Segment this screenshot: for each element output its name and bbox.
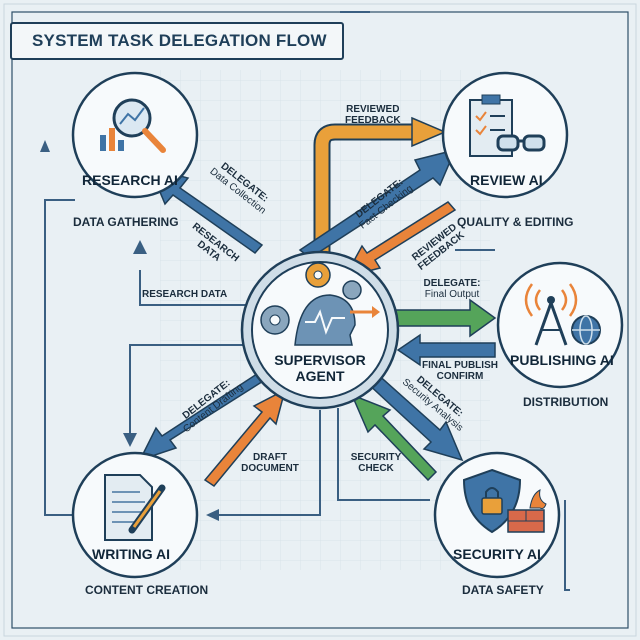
publishing-node[interactable] bbox=[496, 261, 624, 389]
writing-link-arrowhead bbox=[123, 433, 137, 447]
supervisor-label-line1: SUPERVISOR bbox=[274, 352, 366, 368]
brain-gears-icon bbox=[260, 262, 380, 346]
page-title: SYSTEM TASK DELEGATION FLOW bbox=[32, 31, 327, 50]
title-box: SYSTEM TASK DELEGATION FLOW bbox=[10, 22, 344, 60]
arrow-draft-document bbox=[203, 388, 287, 488]
label-delegate-publish: DELEGATE: Final Output bbox=[412, 278, 492, 300]
supervisor-label: SUPERVISOR AGENT bbox=[262, 352, 378, 384]
arrow-delegate-security bbox=[364, 370, 464, 462]
research-subtitle: DATA GATHERING bbox=[73, 215, 179, 229]
left-loop-line bbox=[44, 199, 80, 516]
arrow-delegate-publish bbox=[394, 298, 497, 338]
label-research-data: RESEARCH DATA bbox=[142, 289, 228, 300]
publishing-title: PUBLISHING AI bbox=[510, 352, 614, 368]
writing-link-line bbox=[129, 344, 258, 435]
supervisor-node[interactable] bbox=[240, 250, 400, 410]
research-node[interactable] bbox=[71, 71, 199, 199]
document-pen-icon bbox=[104, 474, 166, 541]
review-node[interactable] bbox=[441, 71, 569, 199]
research-data-line bbox=[139, 270, 255, 306]
supervisor-label-line2: AGENT bbox=[295, 368, 345, 384]
security-subtitle: DATA SAFETY bbox=[462, 583, 544, 597]
draft-document-line1: DRAFT bbox=[253, 452, 287, 463]
writing-subtitle: CONTENT CREATION bbox=[85, 583, 209, 597]
publishing-subtitle: DISTRIBUTION bbox=[523, 395, 609, 409]
arrow-delegate-review bbox=[298, 148, 457, 259]
wide-arrows bbox=[138, 116, 497, 488]
review-subtitle: QUALITY & EDITING bbox=[457, 215, 574, 229]
research-title: RESEARCH AI bbox=[82, 172, 178, 188]
final-publish-line1: FINAL PUBLISH bbox=[422, 360, 498, 371]
security-check-line2: CHECK bbox=[358, 463, 394, 474]
arrow-delegate-writing bbox=[138, 371, 270, 462]
security-node[interactable] bbox=[433, 451, 561, 579]
review-title: REVIEW AI bbox=[470, 172, 543, 188]
arrow-final-publish bbox=[396, 333, 496, 367]
arrow-reviewed-feedback-top bbox=[315, 125, 415, 255]
label-draft-document: DRAFT DOCUMENT bbox=[238, 452, 302, 474]
label-security-check: SECURITY CHECK bbox=[344, 452, 408, 474]
arrow-security-check bbox=[350, 393, 438, 482]
clipboard-glasses-icon bbox=[469, 94, 546, 157]
security-check-line1: SECURITY bbox=[350, 452, 402, 463]
delegate-publish-line2: Final Output bbox=[424, 289, 480, 300]
security-title: SECURITY AI bbox=[453, 546, 541, 562]
shield-lock-firewall-icon bbox=[462, 468, 547, 534]
thin-connectors bbox=[40, 11, 570, 591]
antenna-globe-icon bbox=[524, 283, 601, 346]
delegate-publish-line1: DELEGATE: bbox=[423, 278, 481, 289]
final-publish-line2: CONFIRM bbox=[436, 371, 484, 382]
label-final-publish: FINAL PUBLISH CONFIRM bbox=[416, 360, 504, 382]
reviewed-feedback-top-line2: FEEDBACK bbox=[345, 115, 401, 126]
research-data-arrowhead bbox=[133, 240, 147, 254]
draft-document-line2: DOCUMENT bbox=[241, 463, 299, 474]
reviewed-feedback-top-line1: REVIEWED bbox=[346, 104, 400, 115]
inner-frame bbox=[11, 11, 629, 629]
draft-bottom-line bbox=[215, 410, 321, 516]
magnifier-chart-icon bbox=[100, 98, 166, 153]
writing-title: WRITING AI bbox=[92, 546, 171, 562]
writing-node[interactable] bbox=[71, 451, 199, 579]
security-bottom-line bbox=[337, 408, 430, 501]
label-reviewed-feedback-top: REVIEWED FEEDBACK bbox=[345, 104, 401, 126]
